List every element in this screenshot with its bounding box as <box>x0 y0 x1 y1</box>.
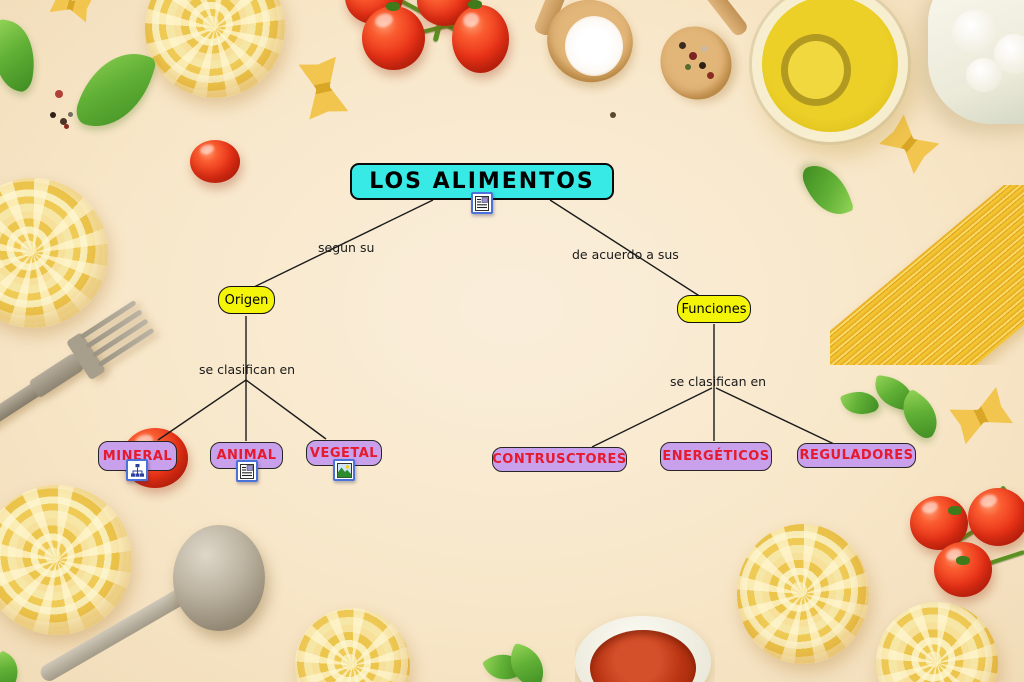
node-reguladores[interactable]: REGULADORES <box>797 443 916 468</box>
node-contrusctores[interactable]: CONTRUSCTORES <box>492 447 627 472</box>
peppercorn-icon <box>689 52 697 60</box>
peppercorn-icon <box>699 62 706 69</box>
edge-line <box>591 387 713 448</box>
salt-mound <box>565 16 623 76</box>
edge-label-segun-su: según su <box>318 240 375 255</box>
node-vegetal[interactable]: VEGETAL <box>306 440 382 466</box>
tomato-icon <box>190 140 240 183</box>
document-image-icon[interactable] <box>471 192 493 214</box>
tomato-calyx <box>386 2 400 11</box>
tomato-icon <box>968 488 1024 546</box>
edge-line <box>715 387 835 445</box>
edge-line <box>245 379 327 440</box>
wooden-spoon-peppercorns <box>647 0 750 113</box>
wooden-spoon-salt <box>532 0 645 100</box>
peppercorn-icon <box>60 118 67 125</box>
document-image-icon[interactable] <box>236 460 258 482</box>
node-origen[interactable]: Origen <box>218 286 275 314</box>
peppercorn-icon <box>50 112 56 118</box>
peppercorn-icon <box>64 124 69 129</box>
node-energeticos[interactable]: ENERGÉTICOS <box>660 442 772 471</box>
peppercorn-icon <box>55 90 63 98</box>
tomato-calyx <box>468 0 482 9</box>
tomato-calyx <box>956 556 970 565</box>
edge-line <box>157 379 247 441</box>
hierarchy-icon[interactable] <box>126 459 148 481</box>
edge-label-se-clasifican-en-left: se clasifican en <box>199 362 296 377</box>
peppercorn-icon <box>685 64 691 70</box>
node-animal[interactable]: ANIMAL <box>210 442 283 469</box>
tomato-icon <box>910 496 968 550</box>
tomato-icon <box>452 5 509 73</box>
peppercorn-icon <box>707 72 714 79</box>
peppercorn-icon <box>679 42 686 49</box>
olive-oil-reflection <box>781 34 851 106</box>
tomato-calyx <box>948 506 962 515</box>
peppercorn-icon <box>68 112 73 117</box>
tomato-icon <box>362 6 425 70</box>
tomato-sauce-bowl <box>575 612 715 682</box>
edge-line <box>549 199 702 298</box>
pasta-nest-icon <box>0 485 132 635</box>
peppercorn-icon <box>610 112 616 118</box>
ladle-bowl <box>173 525 265 631</box>
mozzarella-ball <box>952 10 998 54</box>
edge-line <box>251 199 434 289</box>
tomato-icon <box>934 542 992 597</box>
peppercorn-icon <box>701 46 707 52</box>
edge-label-de-acuerdo-a-sus: de acuerdo a sus <box>572 247 679 262</box>
edge-label-se-clasifican-en-right: se clasifican en <box>670 374 767 389</box>
picture-icon[interactable] <box>333 459 355 481</box>
pasta-nest-icon <box>737 524 869 664</box>
node-funciones[interactable]: Funciones <box>677 295 751 323</box>
mozzarella-ball <box>966 58 1002 92</box>
